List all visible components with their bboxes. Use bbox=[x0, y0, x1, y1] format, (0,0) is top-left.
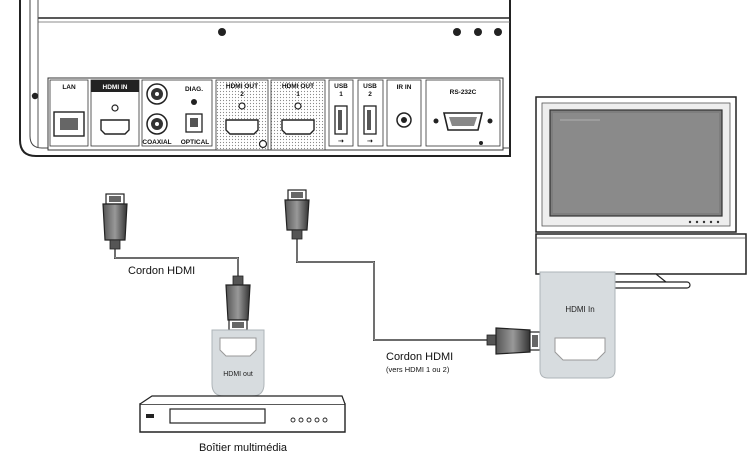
media-box-caption: Boîtier multimédia bbox=[199, 442, 288, 454]
lan-label: LAN bbox=[62, 84, 76, 91]
lan-port: LAN bbox=[49, 79, 89, 147]
tv-hdmi-in-label: HDMI In bbox=[565, 305, 594, 314]
hdmi-plug-icon bbox=[284, 189, 310, 240]
television: HDMI In bbox=[535, 96, 747, 379]
diag-label: DIAG. bbox=[185, 86, 203, 93]
hdmi-plug-icon bbox=[225, 275, 251, 331]
audio-ports: DIAG. COAXIAL OPTICAL bbox=[141, 79, 213, 147]
usb-icon: ⇢ bbox=[338, 138, 344, 145]
hdmi-out-2-port: HDMI OUT 2 bbox=[215, 79, 269, 151]
usb-1-label: USB bbox=[334, 83, 348, 90]
hdmi-cable-1: Cordon HDMI bbox=[102, 193, 251, 331]
ir-in-port: IR IN bbox=[386, 79, 422, 147]
screw-icon bbox=[474, 28, 482, 36]
usb-2-label: USB bbox=[363, 83, 377, 90]
cable-1-label: Cordon HDMI bbox=[128, 265, 195, 277]
tv-hdmi-in-tag: HDMI In bbox=[539, 271, 616, 379]
media-box-hdmi-out-label: HDMI out bbox=[223, 371, 253, 378]
usb-2-port: USB 2 ⇢ bbox=[357, 79, 384, 147]
disc-tray bbox=[169, 408, 266, 424]
cable-2-label: Cordon HDMI bbox=[386, 351, 453, 363]
screw-icon bbox=[494, 28, 502, 36]
rs232c-port: RS-232C bbox=[425, 79, 501, 147]
media-box-hdmi-out-tag: HDMI out bbox=[211, 329, 265, 397]
screw-icon bbox=[218, 28, 226, 36]
hdmi-out-1-port: HDMI OUT 1 bbox=[270, 79, 326, 151]
ir-in-label: IR IN bbox=[397, 84, 412, 91]
hdmi-plug-icon bbox=[102, 193, 128, 250]
hdmi-in-port: HDMI IN bbox=[90, 79, 140, 147]
media-box: HDMI out Boîtier multimédia bbox=[139, 329, 346, 454]
rs232c-label: RS-232C bbox=[450, 89, 477, 96]
hdmi-out-1-label: HDMI OUT bbox=[282, 83, 314, 90]
usb-1-port: USB 1 ⇢ bbox=[328, 79, 354, 147]
power-button-icon bbox=[146, 414, 154, 418]
usb-2-number: 2 bbox=[368, 91, 372, 98]
hdmi-out-1-number: 1 bbox=[296, 91, 300, 98]
usb-icon: ⇢ bbox=[367, 138, 373, 145]
player-rear-panel: LAN HDMI IN DIAG. COAXIAL OPTICA bbox=[19, 0, 511, 157]
hdmi-plug-icon bbox=[486, 327, 541, 355]
optical-label: OPTICAL bbox=[181, 139, 210, 146]
usb-1-number: 1 bbox=[339, 91, 343, 98]
hdmi-in-label: HDMI IN bbox=[103, 84, 128, 91]
hdmi-out-2-label: HDMI OUT bbox=[226, 83, 258, 90]
hdmi-out-2-number: 2 bbox=[240, 91, 244, 98]
screw-icon bbox=[31, 92, 39, 100]
coaxial-label: COAXIAL bbox=[142, 139, 171, 146]
screw-icon bbox=[453, 28, 461, 36]
hdmi-cable-2: Cordon HDMI (vers HDMI 1 ou 2) bbox=[284, 189, 541, 374]
cable-2-sublabel: (vers HDMI 1 ou 2) bbox=[386, 365, 450, 374]
